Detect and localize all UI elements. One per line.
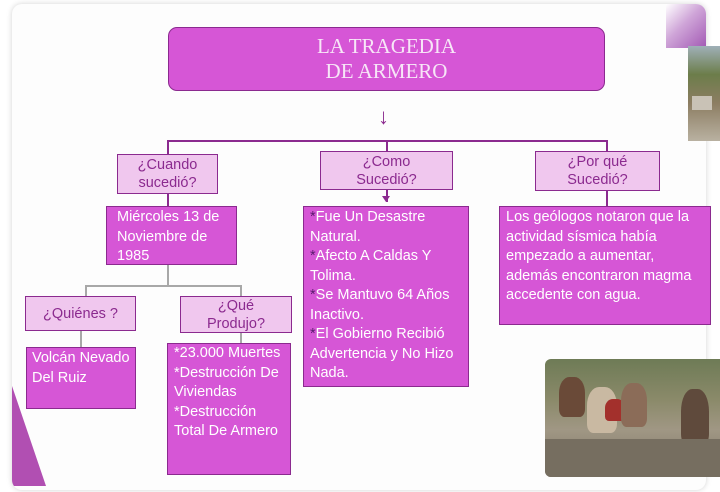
como-item-1: *Fue Un Desastre Natural. bbox=[310, 209, 426, 245]
que-produjo-item-2: *Destrucción De Viviendas bbox=[174, 364, 279, 401]
como-content: *Fue Un Desastre Natural. *Afecto A Cald… bbox=[303, 206, 469, 387]
connector-cuando bbox=[167, 140, 169, 154]
quienes-label: ¿Quiénes ? bbox=[25, 296, 136, 331]
cuando-content: Miércoles 13 de Noviembre de 1985 bbox=[106, 206, 237, 265]
decorative-corner-right bbox=[666, 4, 706, 48]
connector-por-que-down bbox=[606, 191, 608, 206]
connector-como bbox=[386, 140, 388, 151]
connector-por-que bbox=[606, 140, 608, 151]
title-box: LA TRAGEDIA DE ARMERO bbox=[168, 27, 605, 91]
que-produjo-content: *23.000 Muertes *Destrucción De Vivienda… bbox=[167, 343, 291, 475]
photo-figure-1 bbox=[559, 377, 585, 417]
connector-sub-vertical bbox=[167, 265, 169, 285]
title-line-1: LA TRAGEDIA bbox=[316, 34, 457, 58]
como-item-4: *El Gobierno Recibió Advertencia y No Hi… bbox=[310, 326, 454, 381]
title-line-2: DE ARMERO bbox=[325, 59, 448, 83]
cuando-label: ¿Cuando sucedió? bbox=[117, 154, 218, 194]
photo-figure-4 bbox=[621, 383, 647, 427]
photo-figure-3 bbox=[605, 399, 625, 421]
title-arrow: ↓ bbox=[378, 104, 389, 129]
connector-que-produjo bbox=[240, 285, 242, 296]
como-arrow-head bbox=[382, 196, 390, 202]
que-produjo-item-3: *Destrucción Total De Armero bbox=[174, 403, 278, 440]
que-produjo-item-1: *23.000 Muertes bbox=[174, 345, 281, 361]
photo-figure-5 bbox=[681, 389, 709, 445]
que-produjo-label: ¿Qué Produjo? bbox=[180, 296, 292, 333]
connector-quienes bbox=[85, 285, 87, 296]
photo-mud bbox=[545, 439, 720, 477]
connector-que-produjo-down bbox=[240, 333, 242, 343]
por-que-label: ¿Por qué Sucedió? bbox=[535, 151, 660, 191]
flood-photo-thumbnail bbox=[688, 46, 720, 141]
connector-quienes-down bbox=[80, 331, 82, 348]
rescue-photo bbox=[545, 359, 720, 477]
photo-roof bbox=[692, 96, 712, 110]
como-item-3: *Se Mantuvo 64 Años Inactivo. bbox=[310, 287, 450, 323]
por-que-content: Los geólogos notaron que la actividad sí… bbox=[499, 206, 711, 325]
quienes-content: Volcán Nevado Del Ruiz bbox=[26, 347, 136, 409]
connector-cuando-down bbox=[167, 194, 169, 206]
connector-sub-horizontal bbox=[85, 285, 240, 287]
como-item-2: *Afecto A Caldas Y Tolima. bbox=[310, 248, 432, 284]
como-label: ¿Como Sucedió? bbox=[320, 151, 453, 190]
